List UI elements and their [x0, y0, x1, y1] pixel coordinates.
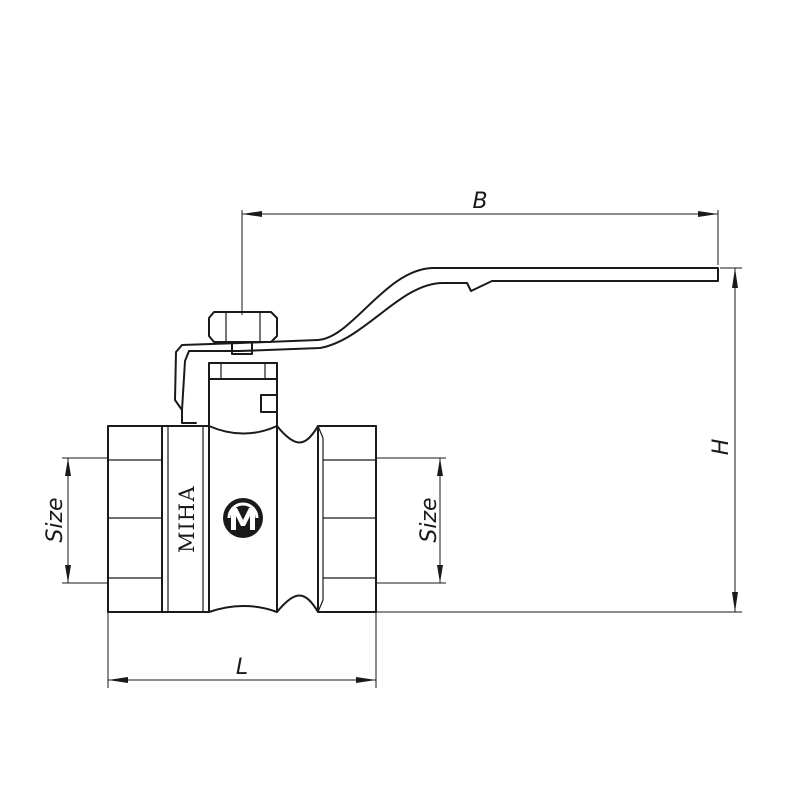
- dimension-size-right-label: Size: [417, 497, 442, 542]
- dimension-l-label: L: [236, 655, 248, 680]
- dimension-size-left-label: Size: [43, 497, 68, 542]
- dimension-size-right: Size: [376, 457, 446, 584]
- dimension-h-label: H: [709, 439, 734, 456]
- mina-logo-icon: [223, 498, 263, 538]
- stem-nut: [208, 311, 278, 427]
- valve-body: [107, 425, 377, 613]
- dimension-size-left: Size: [43, 457, 108, 584]
- brand-text: МІНА: [175, 485, 199, 553]
- dimension-b-label: B: [472, 189, 487, 214]
- dimension-h: H: [376, 267, 742, 613]
- dimension-l: L: [107, 612, 377, 688]
- dimension-b: B: [241, 189, 719, 315]
- lever-handle: [174, 267, 719, 424]
